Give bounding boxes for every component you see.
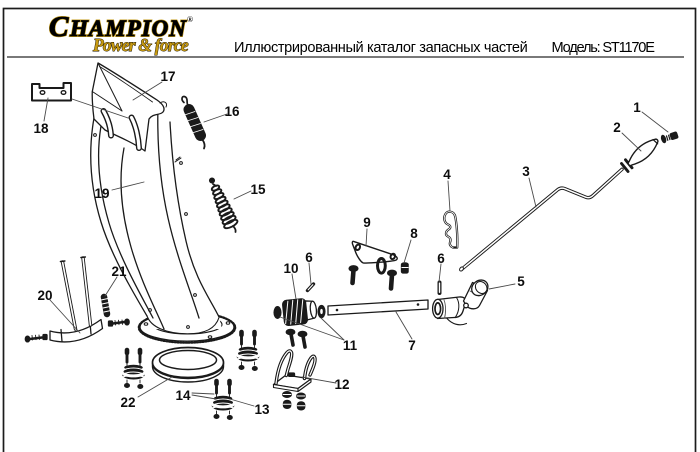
svg-text:16: 16 [224,104,240,119]
svg-text:9: 9 [363,215,371,230]
svg-text:10: 10 [283,261,298,276]
svg-text:15: 15 [250,182,266,197]
svg-text:Модель: ST1170E: Модель: ST1170E [552,40,656,56]
svg-text:6: 6 [305,250,313,265]
svg-text:1: 1 [633,100,641,115]
svg-text:22: 22 [120,395,135,410]
svg-text:7: 7 [408,338,416,353]
svg-text:14: 14 [175,388,191,403]
svg-text:HAMPION: HAMPION [69,16,187,41]
svg-text:Power & force: Power & force [92,35,189,55]
svg-text:18: 18 [33,121,49,136]
svg-text:13: 13 [254,402,270,417]
svg-text:2: 2 [613,120,621,135]
svg-text:C: C [49,11,69,43]
svg-text:17: 17 [160,69,175,84]
svg-text:12: 12 [334,377,349,392]
svg-text:5: 5 [517,274,525,289]
svg-text:6: 6 [437,251,445,266]
svg-text:®: ® [187,15,193,24]
svg-text:11: 11 [343,338,358,353]
svg-text:C: C [49,11,69,43]
svg-text:3: 3 [522,164,530,179]
svg-text:21: 21 [111,264,127,279]
svg-text:Иллюстрированный каталог запас: Иллюстрированный каталог запасных частей [234,40,528,56]
svg-text:4: 4 [443,167,451,182]
svg-text:HAMPION: HAMPION [69,16,187,41]
svg-text:8: 8 [410,226,418,241]
svg-text:20: 20 [37,288,52,303]
svg-text:19: 19 [94,186,109,201]
